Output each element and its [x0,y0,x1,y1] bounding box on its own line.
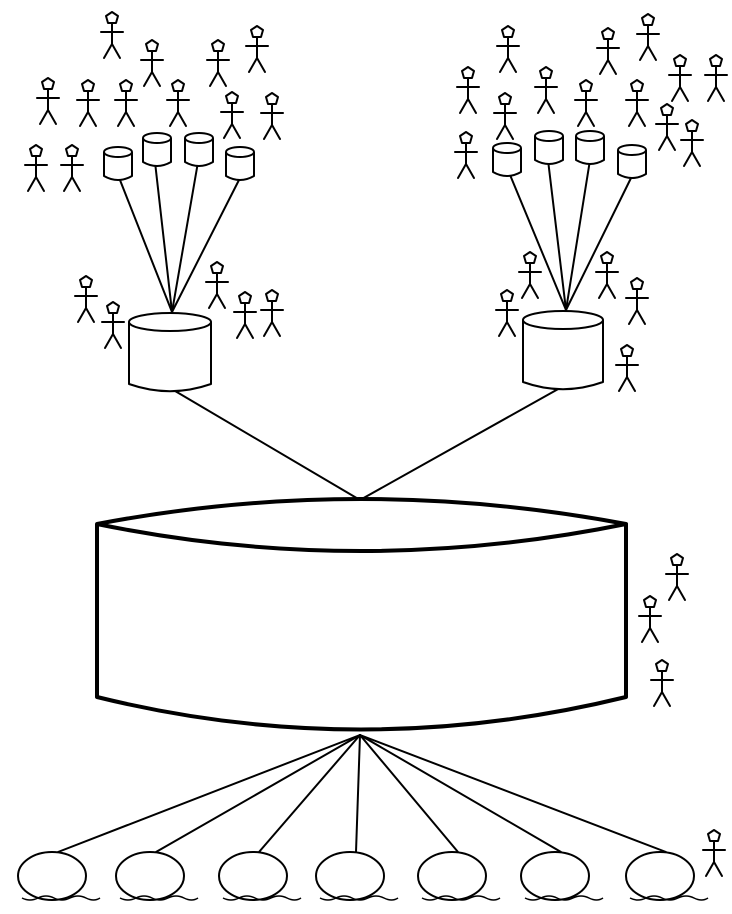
stick-figure-icon [704,54,728,102]
stick-figure-icon [60,144,84,192]
database-shapes [17,130,709,901]
stick-figure-icon [233,291,257,339]
stick-figure-icon [534,66,558,114]
link-line [171,161,199,313]
stick-figure-icon [101,301,125,349]
stick-figure-icon [595,251,619,299]
stick-figure-icon [668,54,692,102]
stick-figure-icon [702,829,726,877]
stick-figure-icon [36,77,60,125]
stick-figure-icon [574,79,598,127]
small-cylinder-icon [534,130,564,165]
stick-figure-icon [665,553,689,601]
small-cylinder-icon [103,146,133,181]
small-cylinder-icon [575,130,605,165]
link-line [57,734,361,853]
stick-figure-icon [625,277,649,325]
stick-figure-icon [220,91,244,139]
stick-figure-icon [100,11,124,59]
stick-figure-icon [245,25,269,73]
link-line [507,169,567,311]
stick-figure-icon [625,79,649,127]
oval-disk-icon [315,851,399,901]
link-line [565,159,591,311]
small-cylinder-icon [142,132,172,167]
link-line [117,174,173,313]
oval-disk-icon [218,851,302,901]
small-cylinder-icon [492,142,522,177]
stick-figure-icon [24,144,48,192]
connection-lines [57,159,667,853]
stick-figure-icon [655,103,679,151]
link-line [565,175,633,311]
stick-figure-icon [596,27,620,75]
stick-figure-icon [495,289,519,337]
small-cylinder-icon [184,132,214,167]
medium-cylinder-icon [522,310,604,391]
stick-figure-icon [454,131,478,179]
stick-figure-icon [206,39,230,87]
medium-cylinder-icon [128,312,212,393]
link-line [169,387,361,501]
stick-figure-icon [650,659,674,707]
link-line [154,161,173,313]
stick-figure-icon [74,275,98,323]
link-line [171,177,241,313]
stick-figure-icon [518,251,542,299]
stick-figure-icon [76,79,100,127]
stick-figure-icon [140,39,164,87]
oval-disk-icon [520,851,604,901]
large-cylinder-icon [95,497,628,732]
link-line [258,734,361,853]
small-cylinder-icon [225,146,255,181]
oval-disk-icon [115,851,199,901]
small-cylinder-icon [617,144,647,179]
stick-figure-icon [260,92,284,140]
link-line [359,734,667,853]
stick-figure-icon [456,66,480,114]
people-figures [24,11,728,877]
oval-disk-icon [417,851,501,901]
oval-disk-icon [625,851,709,901]
stick-figure-icon [636,13,660,61]
oval-disk-icon [17,851,101,901]
link-line [359,734,562,853]
link-line [359,387,561,501]
stick-figure-icon [493,92,517,140]
link-line [547,159,567,311]
link-line [155,734,361,853]
stick-figure-icon [205,261,229,309]
stick-figure-icon [166,79,190,127]
stick-figure-icon [680,119,704,167]
stick-figure-icon [496,25,520,73]
stick-figure-icon [638,595,662,643]
link-line [359,734,459,853]
link-line [355,734,361,853]
stick-figure-icon [114,79,138,127]
stick-figure-icon [260,289,284,337]
stick-figure-icon [615,344,639,392]
